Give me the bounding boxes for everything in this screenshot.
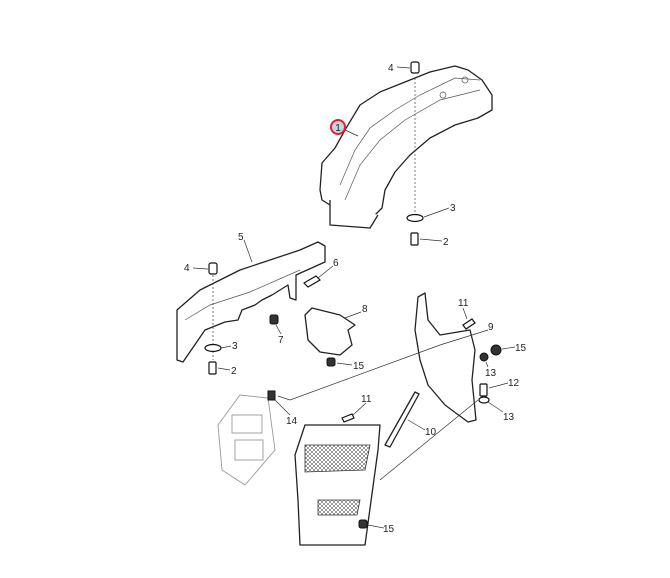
callout-3[interactable]: 3 <box>232 341 238 352</box>
callout-10[interactable]: 10 <box>425 427 437 438</box>
callout-2[interactable]: 2 <box>443 237 449 248</box>
part-2-bolt-top[interactable] <box>410 232 419 246</box>
callout-2[interactable]: 2 <box>231 366 237 377</box>
part-14-clip[interactable] <box>267 390 276 401</box>
callout-1-highlighted[interactable]: 1 <box>330 119 346 135</box>
part-6-bolt[interactable] <box>303 275 321 288</box>
callout-4[interactable]: 4 <box>184 263 190 274</box>
callout-12[interactable]: 12 <box>508 378 520 389</box>
callout-11[interactable]: 11 <box>458 298 469 309</box>
step-bracket-reference <box>217 394 276 486</box>
callout-8[interactable]: 8 <box>362 304 368 315</box>
part-13-washer-b[interactable] <box>478 396 490 404</box>
part-11-bolt-b[interactable] <box>341 413 355 423</box>
callout-label: 1 <box>335 123 341 134</box>
callout-4[interactable]: 4 <box>388 63 394 74</box>
part-9-mud-flap[interactable] <box>414 292 477 423</box>
callout-15[interactable]: 15 <box>383 524 395 535</box>
callout-15[interactable]: 15 <box>353 361 365 372</box>
part-4-nut-top[interactable] <box>410 61 420 74</box>
callout-13[interactable]: 13 <box>503 412 515 423</box>
part-5-panel[interactable] <box>176 241 326 363</box>
part-15-nut-b[interactable] <box>490 344 502 356</box>
callout-14[interactable]: 14 <box>286 416 298 427</box>
callout-5[interactable]: 5 <box>238 232 244 243</box>
callout-11[interactable]: 11 <box>361 394 372 405</box>
part-3-washer-left[interactable] <box>204 343 222 353</box>
callout-9[interactable]: 9 <box>488 322 494 333</box>
part-12-bolt[interactable] <box>479 383 488 397</box>
step-assembly[interactable] <box>294 424 381 546</box>
callout-3[interactable]: 3 <box>450 203 456 214</box>
part-11-bolt-a[interactable] <box>462 318 476 330</box>
part-10-strut[interactable] <box>384 391 420 448</box>
callout-13[interactable]: 13 <box>485 368 497 379</box>
leader-lines <box>192 66 516 529</box>
part-8-bracket[interactable] <box>304 307 356 356</box>
part-3-washer-top[interactable] <box>406 213 424 223</box>
part-1-wheel-arch[interactable] <box>319 65 493 229</box>
part-15-nut-a[interactable] <box>326 357 336 367</box>
callout-15[interactable]: 15 <box>515 343 527 354</box>
part-15-nut-c[interactable] <box>358 519 368 529</box>
callout-7[interactable]: 7 <box>278 335 284 346</box>
part-4-nut-left[interactable] <box>208 262 218 275</box>
part-2-bolt-left[interactable] <box>208 361 217 375</box>
callout-6[interactable]: 6 <box>333 258 339 269</box>
part-7-nut[interactable] <box>269 314 279 325</box>
part-13-washer-a[interactable] <box>479 352 489 362</box>
